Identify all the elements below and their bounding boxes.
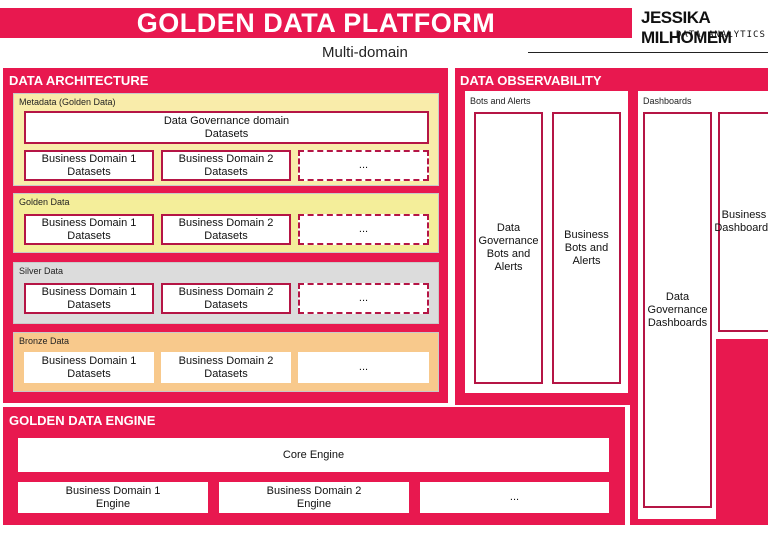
box-sub: Engine bbox=[296, 497, 332, 510]
line: Dashboards bbox=[647, 316, 708, 329]
line: Business bbox=[721, 209, 767, 221]
governance-domain-name: Data Governance domain bbox=[163, 114, 290, 127]
line: Alerts bbox=[494, 261, 523, 273]
bronze-label: Bronze Data bbox=[19, 336, 70, 346]
brand-logo: JESSIKA MILHOMEM bbox=[641, 8, 732, 47]
subtitle-divider bbox=[528, 52, 768, 53]
box-sub: Datasets bbox=[204, 165, 248, 178]
golden-domain2-box: Business Domain 2 Datasets bbox=[161, 214, 291, 245]
box-name: Business Domain 2 bbox=[266, 484, 362, 497]
line: Governance bbox=[478, 235, 539, 247]
title-banner bbox=[0, 8, 632, 38]
bots-alerts-label: Bots and Alerts bbox=[470, 96, 531, 106]
line: Business bbox=[564, 228, 609, 241]
page-subtitle: Multi-domain bbox=[322, 44, 408, 61]
line: Alerts bbox=[572, 254, 601, 267]
box-name: Business Domain 1 bbox=[41, 285, 137, 298]
box-name: Business Domain 2 bbox=[178, 152, 274, 165]
bronze-domain1-box: Business Domain 1 Datasets bbox=[24, 352, 154, 383]
box-sub: Datasets bbox=[67, 229, 111, 242]
metadata-domain2-box: Business Domain 2 Datasets bbox=[161, 150, 291, 181]
box-sub: Datasets bbox=[204, 367, 248, 380]
box-name: Business Domain 1 bbox=[41, 152, 137, 165]
box-sub: Datasets bbox=[67, 298, 111, 311]
silver-domain1-box: Business Domain 1 Datasets bbox=[24, 283, 154, 314]
box-sub: Engine bbox=[95, 497, 131, 510]
box-name: Business Domain 2 bbox=[178, 216, 274, 229]
golden-more-box: ... bbox=[298, 214, 429, 245]
dashboards-label: Dashboards bbox=[643, 96, 692, 106]
governance-domain-datasets-box: Data Governance domain Datasets bbox=[24, 111, 429, 144]
bronze-more-box: ... bbox=[298, 352, 429, 383]
line: Bots and bbox=[564, 241, 609, 254]
box-name: Business Domain 1 bbox=[41, 354, 137, 367]
line: Governance bbox=[647, 303, 708, 316]
silver-domain2-box: Business Domain 2 Datasets bbox=[161, 283, 291, 314]
silver-more-box: ... bbox=[298, 283, 429, 314]
business-bots-box: Business Bots and Alerts bbox=[552, 112, 621, 384]
business-dashboards-box: Business Dashboards bbox=[714, 112, 768, 332]
core-engine-label: Core Engine bbox=[282, 448, 345, 461]
golden-data-engine-title: GOLDEN DATA ENGINE bbox=[9, 413, 156, 428]
core-engine-box: Core Engine bbox=[18, 438, 609, 472]
data-observability-title: DATA OBSERVABILITY bbox=[460, 73, 602, 88]
more-ellipsis: ... bbox=[358, 159, 369, 171]
page-title: GOLDEN DATA PLATFORM bbox=[136, 8, 496, 38]
governance-bots-box: Data Governance Bots and Alerts bbox=[474, 112, 543, 384]
golden-label: Golden Data bbox=[19, 197, 70, 207]
data-architecture-title: DATA ARCHITECTURE bbox=[9, 73, 149, 88]
engine-domain2-box: Business Domain 2 Engine bbox=[219, 482, 409, 513]
line: Dashboards bbox=[714, 222, 768, 234]
line: Data bbox=[665, 290, 690, 303]
line: Data bbox=[496, 222, 521, 234]
governance-domain-sub: Datasets bbox=[204, 127, 249, 140]
box-sub: Datasets bbox=[67, 367, 111, 380]
box-name: Business Domain 2 bbox=[178, 285, 274, 298]
box-sub: Datasets bbox=[204, 229, 248, 242]
metadata-domain1-box: Business Domain 1 Datasets bbox=[24, 150, 154, 181]
engine-domain1-box: Business Domain 1 Engine bbox=[18, 482, 208, 513]
box-name: Business Domain 1 bbox=[65, 484, 161, 497]
more-ellipsis: ... bbox=[358, 223, 369, 235]
golden-domain1-box: Business Domain 1 Datasets bbox=[24, 214, 154, 245]
box-name: Business Domain 2 bbox=[178, 354, 274, 367]
box-sub: Datasets bbox=[204, 298, 248, 311]
metadata-label: Metadata (Golden Data) bbox=[19, 97, 116, 107]
box-sub: Datasets bbox=[67, 165, 111, 178]
line: Bots and bbox=[486, 248, 531, 260]
box-name: Business Domain 1 bbox=[41, 216, 137, 229]
more-ellipsis: ... bbox=[509, 491, 520, 503]
more-ellipsis: ... bbox=[358, 292, 369, 304]
more-ellipsis: ... bbox=[358, 361, 369, 373]
engine-more-box: ... bbox=[420, 482, 609, 513]
metadata-more-box: ... bbox=[298, 150, 429, 181]
governance-dashboards-box: Data Governance Dashboards bbox=[643, 112, 712, 508]
brand-tagline: DATA ANALYTICS bbox=[676, 30, 766, 40]
bronze-domain2-box: Business Domain 2 Datasets bbox=[161, 352, 291, 383]
silver-label: Silver Data bbox=[19, 266, 64, 276]
